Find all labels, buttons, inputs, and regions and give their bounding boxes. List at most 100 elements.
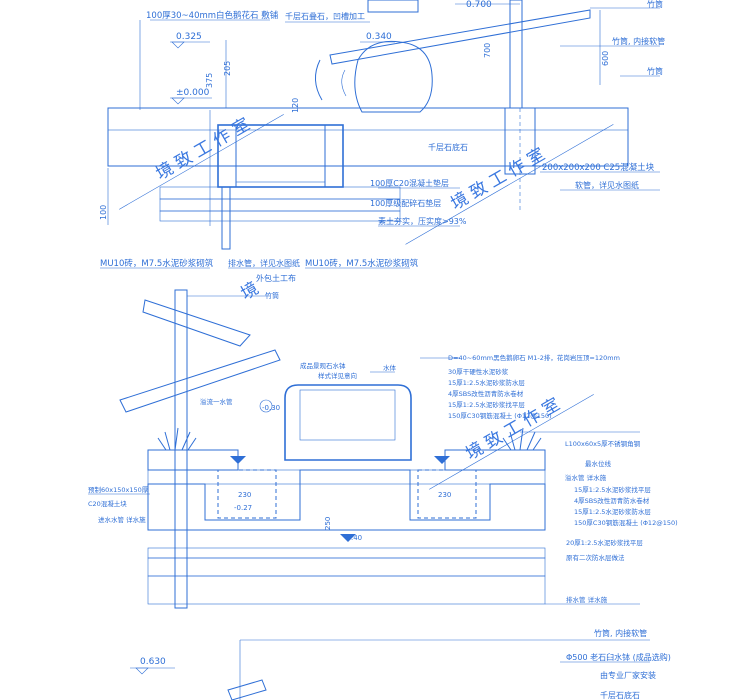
- label-left3: C20混凝土块: [88, 499, 127, 508]
- base-layer-2: [147, 557, 546, 577]
- label-r4: 150厚C30钢筋混凝土 (Φ12@150): [574, 518, 678, 527]
- elev-0340: 0.340: [366, 32, 392, 42]
- label-c20: 100厚C20混凝土垫层: [370, 178, 449, 188]
- label-bamboo-top: 竹筒: [265, 291, 279, 300]
- wm-b-3: 作: [505, 156, 530, 182]
- label-d3-more: 千层石底石: [600, 690, 640, 700]
- label-d3-bamboo: 竹筒, 内接软管: [594, 628, 647, 638]
- left-label-stack: 溢流一水管 预制60x150x150厚 C20混凝土块 进水水管 详水施: [88, 397, 233, 524]
- elev-mark-0000: [171, 97, 185, 105]
- label-mu10-left: MU10砖，M7.5水泥砂浆砌筑: [100, 258, 214, 269]
- label-drain2: 排水管 详水施: [566, 595, 608, 604]
- wm-b-2: 工: [486, 167, 511, 193]
- bamboo-spout: [329, 9, 591, 65]
- elev-mark-0325: [171, 41, 185, 49]
- bamboo-pipe-upper: [142, 299, 251, 347]
- label-r1: 15厚1:2.5水泥砂浆找平层: [574, 485, 651, 494]
- label-layer2: 15厚1:2.5水泥砂浆防水层: [448, 378, 525, 387]
- water-level-left-icon: [230, 456, 246, 464]
- label-bamboo: 竹筒: [647, 0, 663, 9]
- channel-left: [217, 469, 277, 519]
- label-mu10-right: MU10砖，M7.5水泥砂浆砌筑: [305, 258, 419, 269]
- bamboo-post: [509, 0, 523, 109]
- wm-a-2: 工: [191, 137, 216, 163]
- detail-2-section: 竹筒 成品景观石水钵 样式详见意向 水体 230: [88, 289, 678, 609]
- label-d3-bowl: Φ500 老石臼水钵 (成品选购): [566, 652, 671, 662]
- label-pebble: D=40~60mm黑色鹅卵石 M1-2排，花岗岩压顶=120mm: [448, 353, 620, 362]
- wm-c-3: 作: [520, 406, 545, 432]
- label-left1: 溢流一水管: [200, 397, 233, 406]
- label-water-level: 最水位线: [585, 459, 612, 468]
- elev-040: -0.40: [344, 534, 362, 542]
- dim-100: 100: [99, 205, 108, 220]
- elev-027: -0.27: [234, 504, 252, 512]
- label-footing: 200x200x200 C25混凝土块: [542, 162, 655, 173]
- label-r2: 4厚SBS改性沥青防水卷材: [574, 496, 650, 505]
- label-boulder: 千层石叠石，凹槽加工: [285, 11, 365, 21]
- label-base1: 20厚1:2.5水泥砂浆找平层: [566, 538, 643, 547]
- wm-c-0: 境: [463, 439, 488, 465]
- label-d3-vendor: 由专业厂家安装: [600, 670, 656, 680]
- dim-700: 700: [483, 43, 492, 58]
- watermark-a: 境 致 工 作 室: [119, 114, 284, 210]
- label-bamboo-b: 竹筒: [647, 66, 663, 76]
- fountain-head: [367, 0, 419, 13]
- water-arc-2: [341, 69, 347, 97]
- label-compact: 素土夯实，压实度>93%: [378, 216, 467, 226]
- detail3-bamboo: [227, 679, 267, 700]
- bamboo-pole: [174, 289, 188, 609]
- subbase-band: [107, 129, 629, 167]
- pond-water: [235, 124, 326, 183]
- label-boulder2: 千层石底石: [428, 142, 468, 152]
- elev-circle: [259, 399, 273, 413]
- concrete-structure: [147, 469, 546, 531]
- boulder: [354, 40, 433, 113]
- dim-250: 250: [324, 517, 332, 530]
- elev-0325: 0.325: [176, 32, 202, 42]
- label-outsource: 外包土工布: [256, 273, 296, 283]
- label-bamboo-pipe: 竹筒, 内接软管: [612, 36, 665, 46]
- water-level-base-icon: [340, 534, 356, 542]
- label-paving: 100厚30~40mm白色鹅花石 敷铺: [146, 10, 279, 21]
- dim-120: 120: [291, 98, 300, 113]
- right-label-stack: D=40~60mm黑色鹅卵石 M1-2排，花岗岩压顶=120mm 30厚干硬性水…: [420, 353, 678, 605]
- label-layer1: 30厚干硬性水泥砂浆: [448, 367, 509, 376]
- dim-205: 205: [223, 61, 232, 76]
- soil-layer: [159, 210, 401, 222]
- label-base2: 原有二次防水层做法: [566, 553, 625, 562]
- label-layer4: 15厚1:2.5水泥砂浆找平层: [448, 400, 525, 409]
- label-steel: L100x60x5厚不锈钢角钢: [565, 439, 641, 448]
- label-gravel: 100厚级配碎石垫层: [370, 198, 441, 208]
- wm-a-1: 致: [172, 148, 197, 174]
- water-level-right-icon: [434, 456, 450, 464]
- label-stone-title: 成品景观石水钵: [300, 361, 346, 370]
- watermark-group: 境 致 工 作 室 境 致 工 作 室 境 致 工 作 室 境: [119, 114, 614, 490]
- base-layer-3: [147, 575, 546, 605]
- dim-230b: 230: [438, 491, 451, 499]
- dim-375: 375: [205, 73, 214, 88]
- label-soft-pipe: 软管，详见水图纸: [575, 180, 639, 190]
- dim-600: 600: [601, 51, 610, 66]
- wm-b-1: 致: [467, 178, 492, 204]
- label-left2: 预制60x150x150厚: [88, 485, 149, 494]
- pebble-band-mid: [147, 469, 546, 485]
- stone-basin: [284, 384, 412, 461]
- label-left4: 进水水管 详水施: [98, 515, 146, 524]
- gravel-layer: [159, 198, 401, 212]
- wm-a-3: 作: [210, 126, 235, 152]
- water-arc: [315, 59, 323, 101]
- channel-right: [417, 469, 477, 519]
- plant-left: [157, 427, 197, 451]
- label-r3: 15厚1:2.5水泥砂浆防水层: [574, 507, 651, 516]
- wm-a-0: 境: [153, 159, 178, 185]
- label-layer3: 4厚SBS改性沥青防水卷材: [448, 389, 524, 398]
- label-layer5: 150厚C30钢筋混凝土 (Φ12@150): [448, 411, 552, 420]
- top-value: 0.700: [466, 0, 492, 10]
- basin-water: [299, 389, 396, 441]
- detail-1-section: 0.700 0.325: [99, 0, 665, 283]
- elev-030: -0.30: [262, 404, 280, 412]
- dim-230a: 230: [238, 491, 251, 499]
- wm-c-1: 致: [482, 428, 507, 454]
- pebble-band-right: [444, 449, 546, 471]
- label-drain: 溢水管 详水施: [565, 473, 607, 482]
